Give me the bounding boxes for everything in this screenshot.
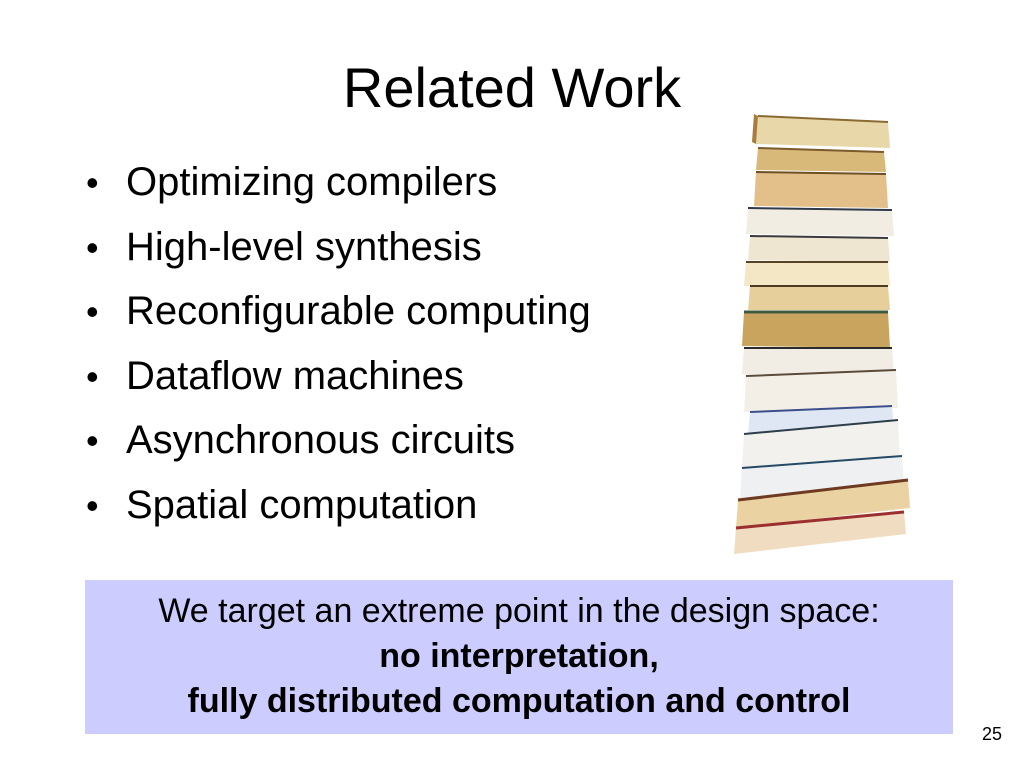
slide-number: 25 bbox=[981, 724, 1002, 744]
callout-emphasis: fully distributed computation and contro… bbox=[187, 682, 851, 720]
bullet-icon: • bbox=[86, 420, 99, 461]
bullet-item: • Asynchronous circuits bbox=[86, 408, 591, 473]
book bbox=[734, 510, 906, 554]
bullet-icon: • bbox=[86, 226, 99, 268]
book bbox=[742, 347, 894, 374]
bullet-text: Dataflow machines bbox=[126, 353, 464, 398]
book bbox=[742, 419, 900, 468]
bullet-text: Spatial computation bbox=[126, 482, 478, 527]
stack-of-books-icon bbox=[734, 114, 910, 554]
book bbox=[744, 369, 898, 412]
bullet-text: High-level synthesis bbox=[126, 224, 482, 269]
bullet-icon: • bbox=[86, 162, 99, 203]
bullet-item: • High-level synthesis bbox=[86, 215, 591, 280]
book bbox=[756, 147, 886, 172]
bullet-item: • Dataflow machines bbox=[86, 344, 591, 409]
book bbox=[746, 207, 894, 236]
book bbox=[748, 285, 890, 310]
callout-emphasis: no interpretation, bbox=[379, 637, 659, 675]
book bbox=[752, 114, 890, 148]
bullet-list: • Optimizing compilers • High-level synt… bbox=[86, 150, 591, 537]
book bbox=[744, 261, 890, 286]
bullet-item: • Reconfigurable computing bbox=[86, 279, 591, 344]
book bbox=[736, 478, 910, 528]
book bbox=[748, 235, 890, 262]
bullet-text: Asynchronous circuits bbox=[126, 418, 516, 462]
bullet-icon: • bbox=[86, 355, 99, 397]
bullet-text: Optimizing compilers bbox=[126, 160, 498, 204]
bullet-text: Reconfigurable computing bbox=[126, 289, 591, 333]
slide-title: Related Work bbox=[342, 56, 682, 119]
book bbox=[742, 310, 890, 348]
bullet-icon: • bbox=[86, 291, 99, 332]
bullet-item: • Spatial computation bbox=[86, 473, 591, 538]
book bbox=[754, 171, 888, 208]
bullet-icon: • bbox=[86, 484, 99, 526]
bullet-item: • Optimizing compilers bbox=[86, 150, 591, 215]
callout-box: We target an extreme point in the design… bbox=[85, 580, 953, 734]
callout-line: We target an extreme point in the design… bbox=[158, 592, 880, 630]
